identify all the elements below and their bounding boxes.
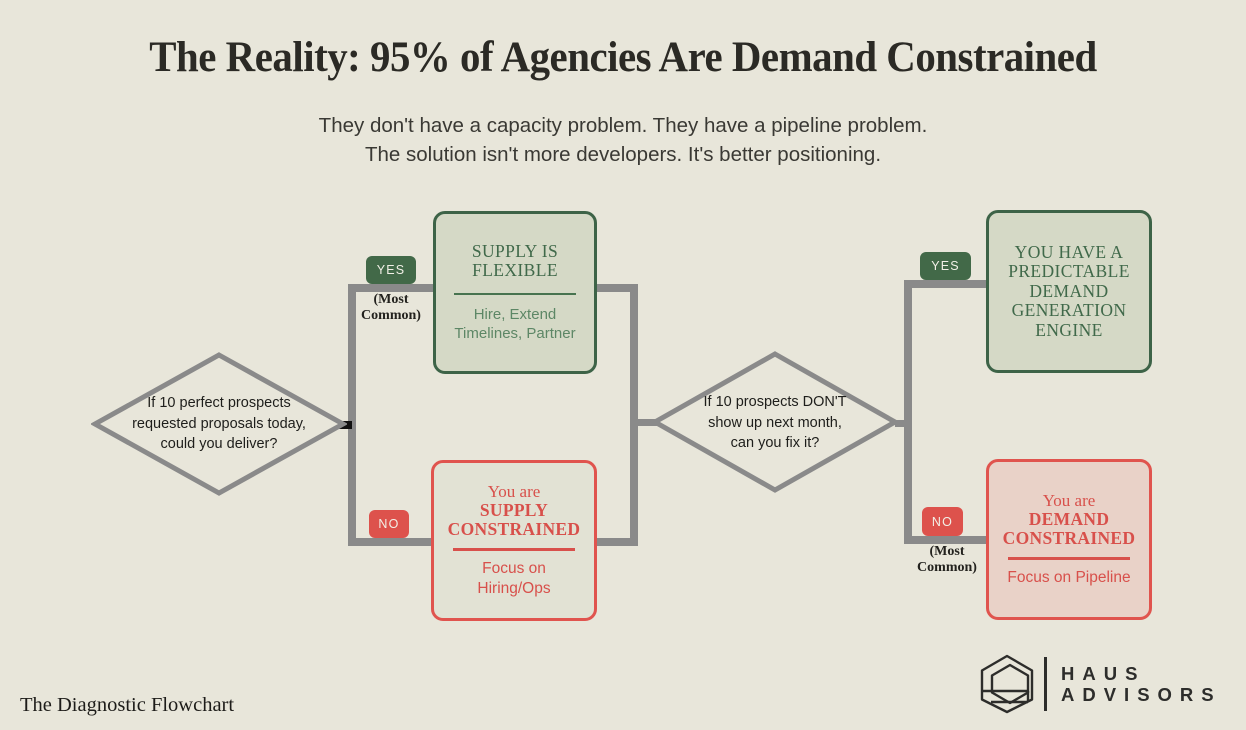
most-common-note-branch2: (Most Common) [905, 544, 989, 576]
demand-constrained-subtext: Focus on Pipeline [1007, 568, 1131, 586]
demand-constrained-strong-line2: CONSTRAINED [1002, 528, 1136, 549]
supply-flexible-sub-line1: Hire, Extend [473, 306, 557, 324]
connector-mid-stub [634, 419, 658, 426]
decision-diamond-pipeline-text: If 10 prospects DON'T show up next month… [655, 392, 895, 454]
page-subtitle: They don't have a capacity problem. They… [0, 111, 1246, 169]
demand-engine-line2: PREDICTABLE [1008, 261, 1130, 282]
connector-diamond2-stub [895, 420, 908, 427]
outcome-box-demand-engine: YOU HAVE A PREDICTABLE DEMAND GENERATION… [986, 210, 1152, 373]
demand-engine-title: YOU HAVE A PREDICTABLE DEMAND GENERATION… [1008, 241, 1130, 341]
decision-diamond-capacity-text: If 10 perfect prospects requested propos… [99, 393, 339, 455]
supply-constrained-sub-line1: Focus on [482, 559, 546, 577]
supply-flexible-sub-line2: Timelines, Partner [454, 324, 576, 342]
question2-line1: If 10 prospects DON'T [703, 394, 847, 410]
decision-diamond-pipeline [651, 351, 899, 493]
brand-name-line1: HAUS [1061, 663, 1146, 684]
note2-line1: (Most [929, 544, 965, 559]
divider-line [1008, 557, 1130, 560]
supply-constrained-strong-line2: CONSTRAINED [447, 519, 581, 540]
question1-line1: If 10 perfect prospects [147, 395, 291, 411]
note2-line2: Common) [917, 560, 977, 575]
supply-constrained-strong: SUPPLY CONSTRAINED [448, 501, 581, 539]
subtitle-line-2: The solution isn't more developers. It's… [364, 143, 882, 166]
connector-right-top-horizontal [904, 280, 988, 288]
question2-line2: show up next month, [708, 414, 842, 431]
no-badge-branch1: NO [369, 510, 409, 538]
supply-constrained-intro: You are [487, 482, 541, 502]
brand-name-line2: ADVISORS [1061, 684, 1222, 705]
connector-right-vertical [904, 280, 912, 544]
supply-flexible-title-line1: SUPPLY IS [471, 240, 559, 261]
connector-mid-vertical [630, 284, 638, 546]
question1-line3: could you deliver? [160, 436, 278, 452]
outcome-box-demand-constrained: You are DEMAND CONSTRAINED Focus on Pipe… [986, 459, 1152, 620]
most-common-note-branch1: (Most Common) [349, 292, 433, 324]
question2-line3: can you fix it? [730, 435, 820, 451]
note1-line1: (Most [373, 292, 409, 307]
divider-line [454, 292, 576, 296]
demand-engine-line5: ENGINE [1035, 319, 1103, 340]
footer-caption: The Diagnostic Flowchart [20, 694, 235, 716]
outcome-box-supply-flexible: SUPPLY IS FLEXIBLE Hire, Extend Timeline… [433, 211, 597, 374]
subtitle-line-1: They don't have a capacity problem. They… [318, 114, 928, 137]
connector-left-vertical [348, 284, 356, 546]
demand-constrained-strong-line1: DEMAND [1028, 509, 1110, 530]
connector-right-bottom-horizontal [904, 536, 988, 544]
brand-logo: HAUS ADVISORS [979, 654, 1222, 714]
note1-line2: Common) [361, 308, 421, 323]
hexagon-house-icon [980, 654, 1034, 714]
decision-diamond-capacity [91, 352, 347, 496]
supply-flexible-title: SUPPLY IS FLEXIBLE [471, 240, 559, 281]
supply-constrained-strong-line1: SUPPLY [479, 500, 549, 521]
outcome-box-supply-constrained: You are SUPPLY CONSTRAINED Focus on Hiri… [431, 460, 597, 621]
page-title: The Reality: 95% of Agencies Are Demand … [149, 34, 1097, 81]
demand-constrained-intro: You are [1042, 491, 1096, 511]
demand-engine-line4: GENERATION [1011, 300, 1127, 321]
divider-line [453, 548, 575, 551]
demand-engine-line3: DEMAND [1029, 280, 1109, 301]
demand-engine-line1: YOU HAVE A [1014, 241, 1124, 262]
supply-flexible-title-line2: FLEXIBLE [472, 260, 558, 281]
supply-constrained-subtext: Focus on Hiring/Ops [477, 559, 550, 599]
brand-name: HAUS ADVISORS [1061, 663, 1222, 705]
yes-badge-branch2: YES [920, 252, 971, 280]
brand-divider [1044, 657, 1047, 711]
no-badge-branch2: NO [922, 507, 963, 536]
supply-constrained-sub-line2: Hiring/Ops [477, 579, 551, 597]
supply-flexible-subtext: Hire, Extend Timelines, Partner [454, 306, 575, 343]
yes-badge-branch1: YES [366, 256, 416, 284]
demand-constrained-strong: DEMAND CONSTRAINED [1003, 510, 1136, 548]
question1-line2: requested proposals today, [132, 415, 306, 432]
